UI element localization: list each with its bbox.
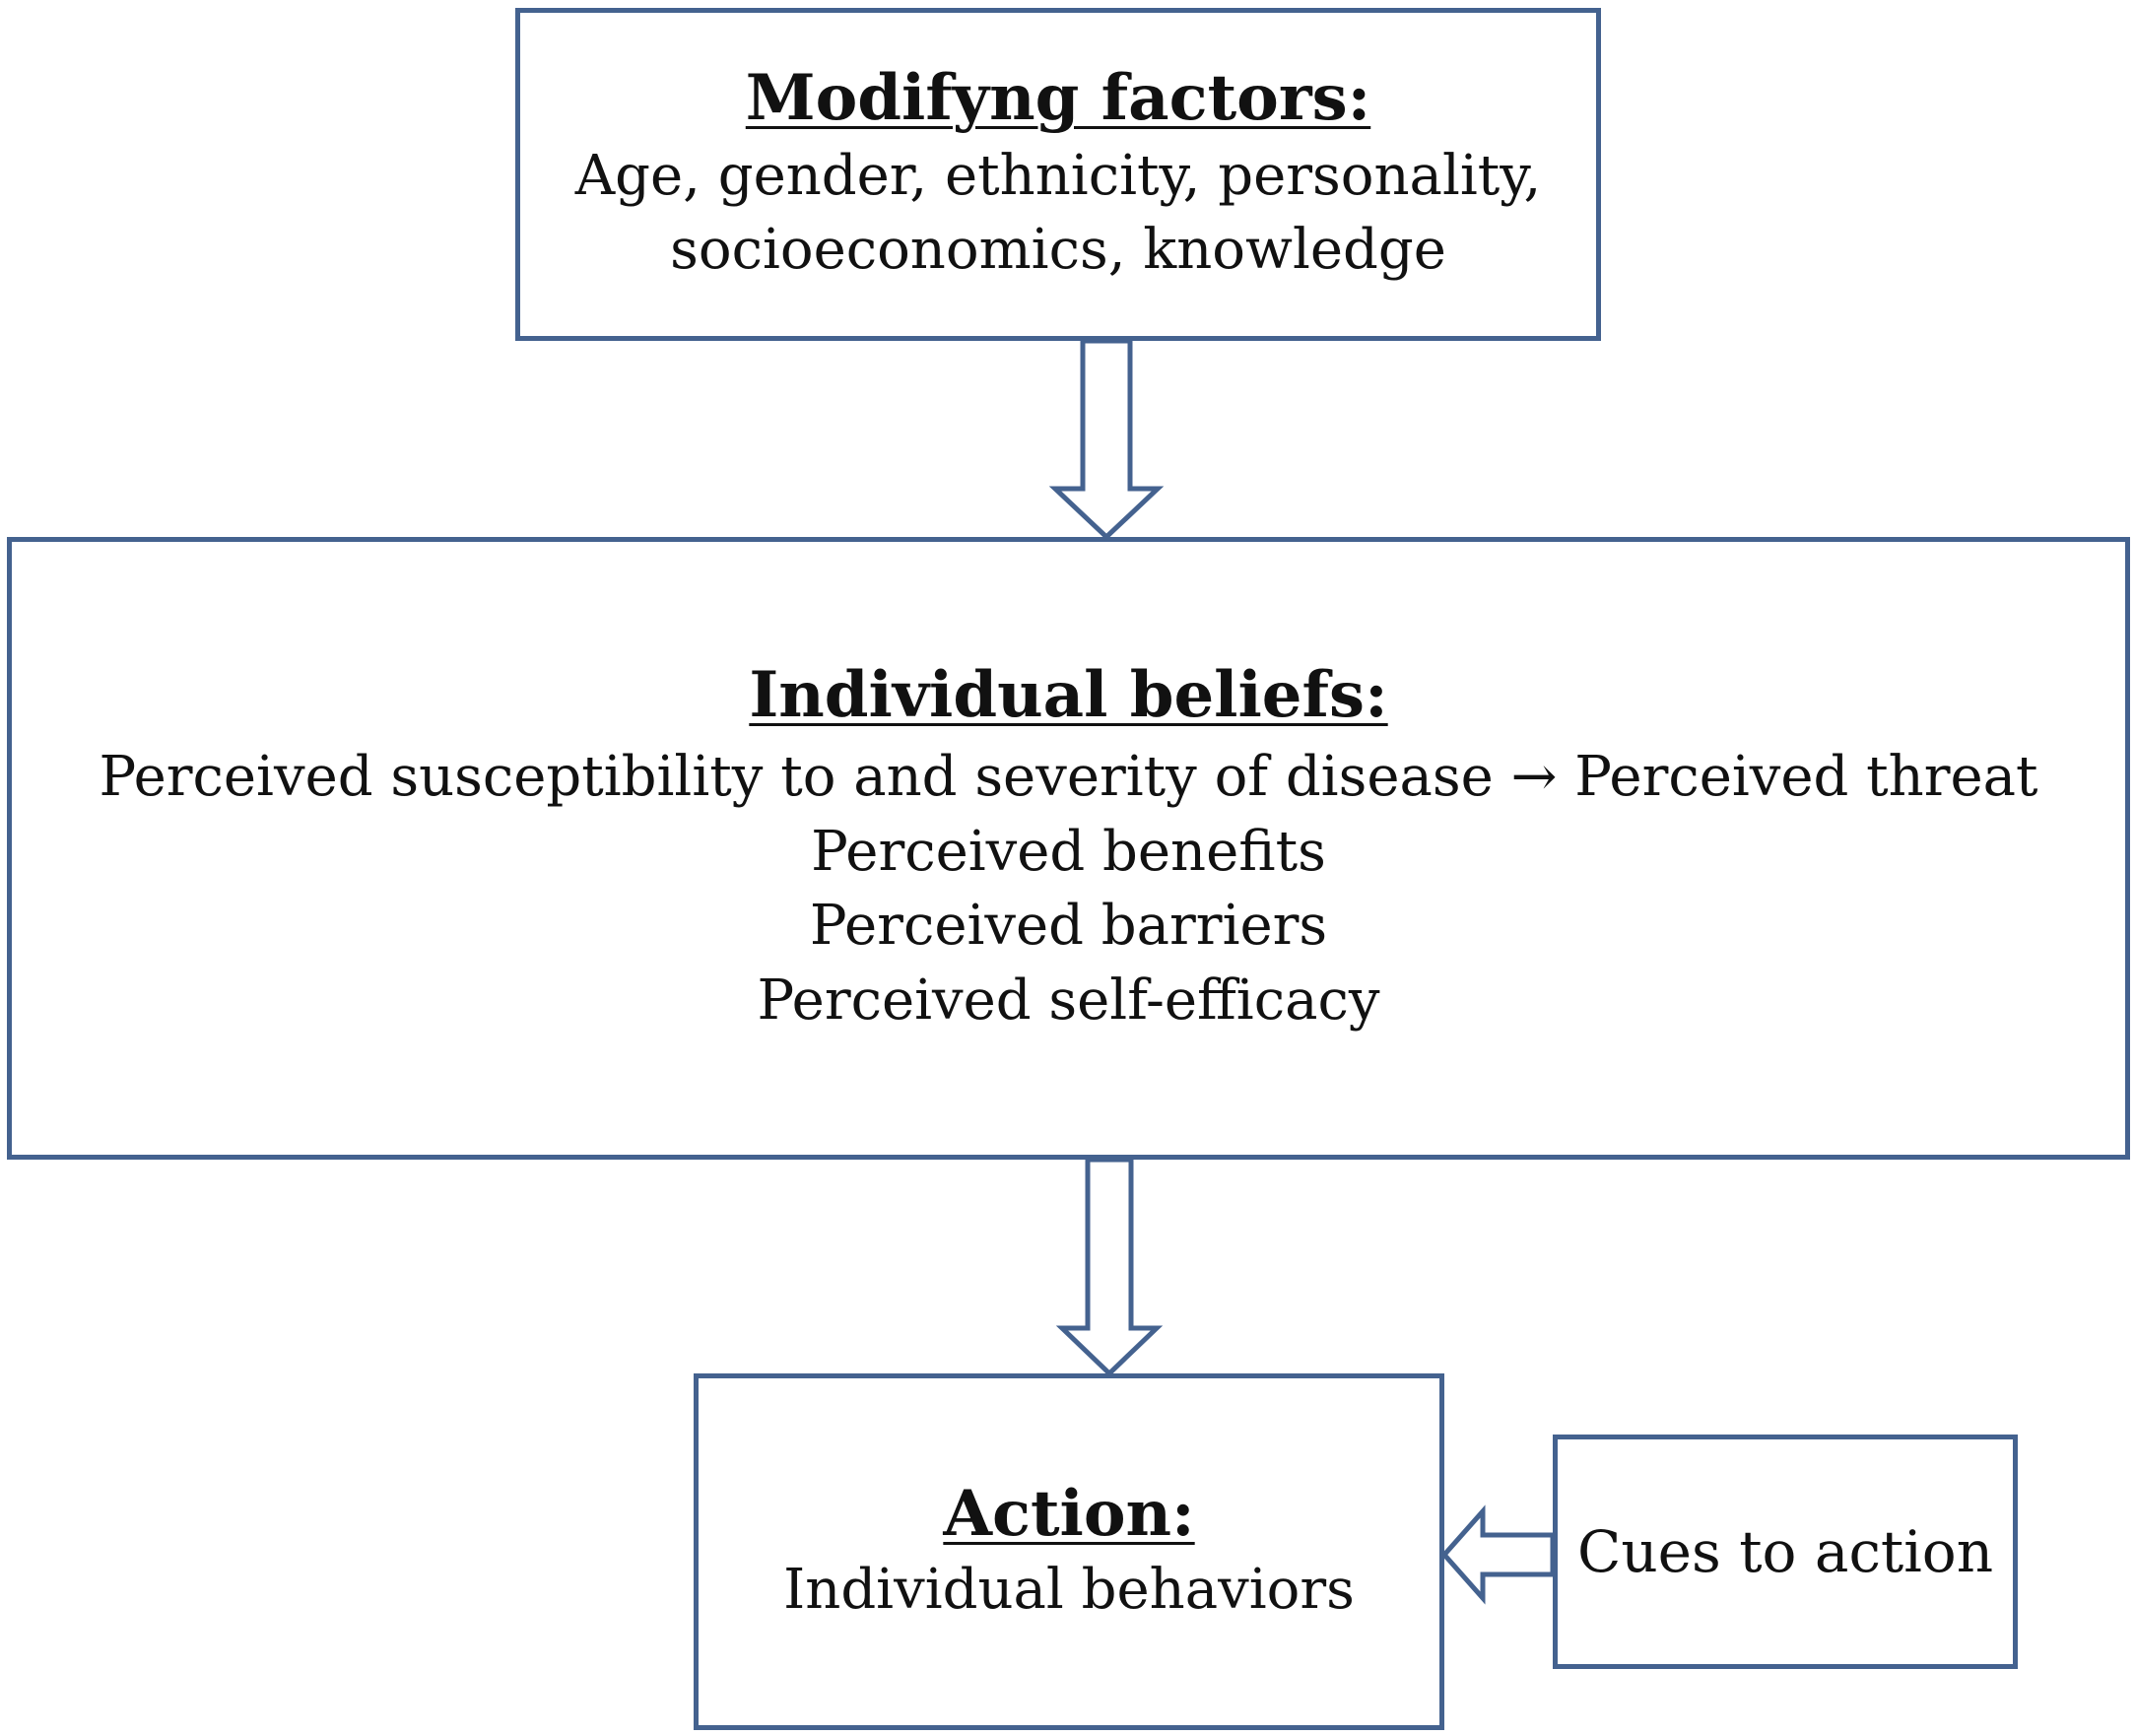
perceived-self-efficacy-line: Perceived self-efficacy: [757, 968, 1380, 1033]
action-box: Action: Individual behaviors: [694, 1373, 1444, 1730]
modifying-factors-line-2: socioeconomics, knowledge: [670, 218, 1446, 283]
individual-beliefs-box: Individual beliefs: Perceived susceptibi…: [7, 537, 2130, 1160]
modifying-factors-line-1: Age, gender, ethnicity, personality,: [574, 143, 1542, 208]
arrow-cues-to-action: [1440, 1504, 1556, 1605]
perceived-barriers-line: Perceived barriers: [809, 894, 1328, 959]
modifying-factors-heading: Modifyng factors:: [745, 61, 1371, 135]
arrow-beliefs-to-action: [1055, 1157, 1164, 1377]
action-line: Individual behaviors: [783, 1557, 1355, 1622]
perceived-benefits-line: Perceived benefits: [811, 819, 1326, 884]
action-heading: Action:: [943, 1476, 1195, 1551]
cues-to-action-label: Cues to action: [1576, 1517, 1994, 1585]
cues-to-action-box: Cues to action: [1553, 1435, 2018, 1669]
modifying-factors-box: Modifyng factors: Age, gender, ethnicity…: [515, 8, 1601, 341]
individual-beliefs-heading: Individual beliefs:: [749, 658, 1388, 733]
perceived-threat-line: Perceived susceptibility to and severity…: [99, 745, 2038, 810]
arrow-modifying-to-beliefs: [1048, 338, 1165, 541]
